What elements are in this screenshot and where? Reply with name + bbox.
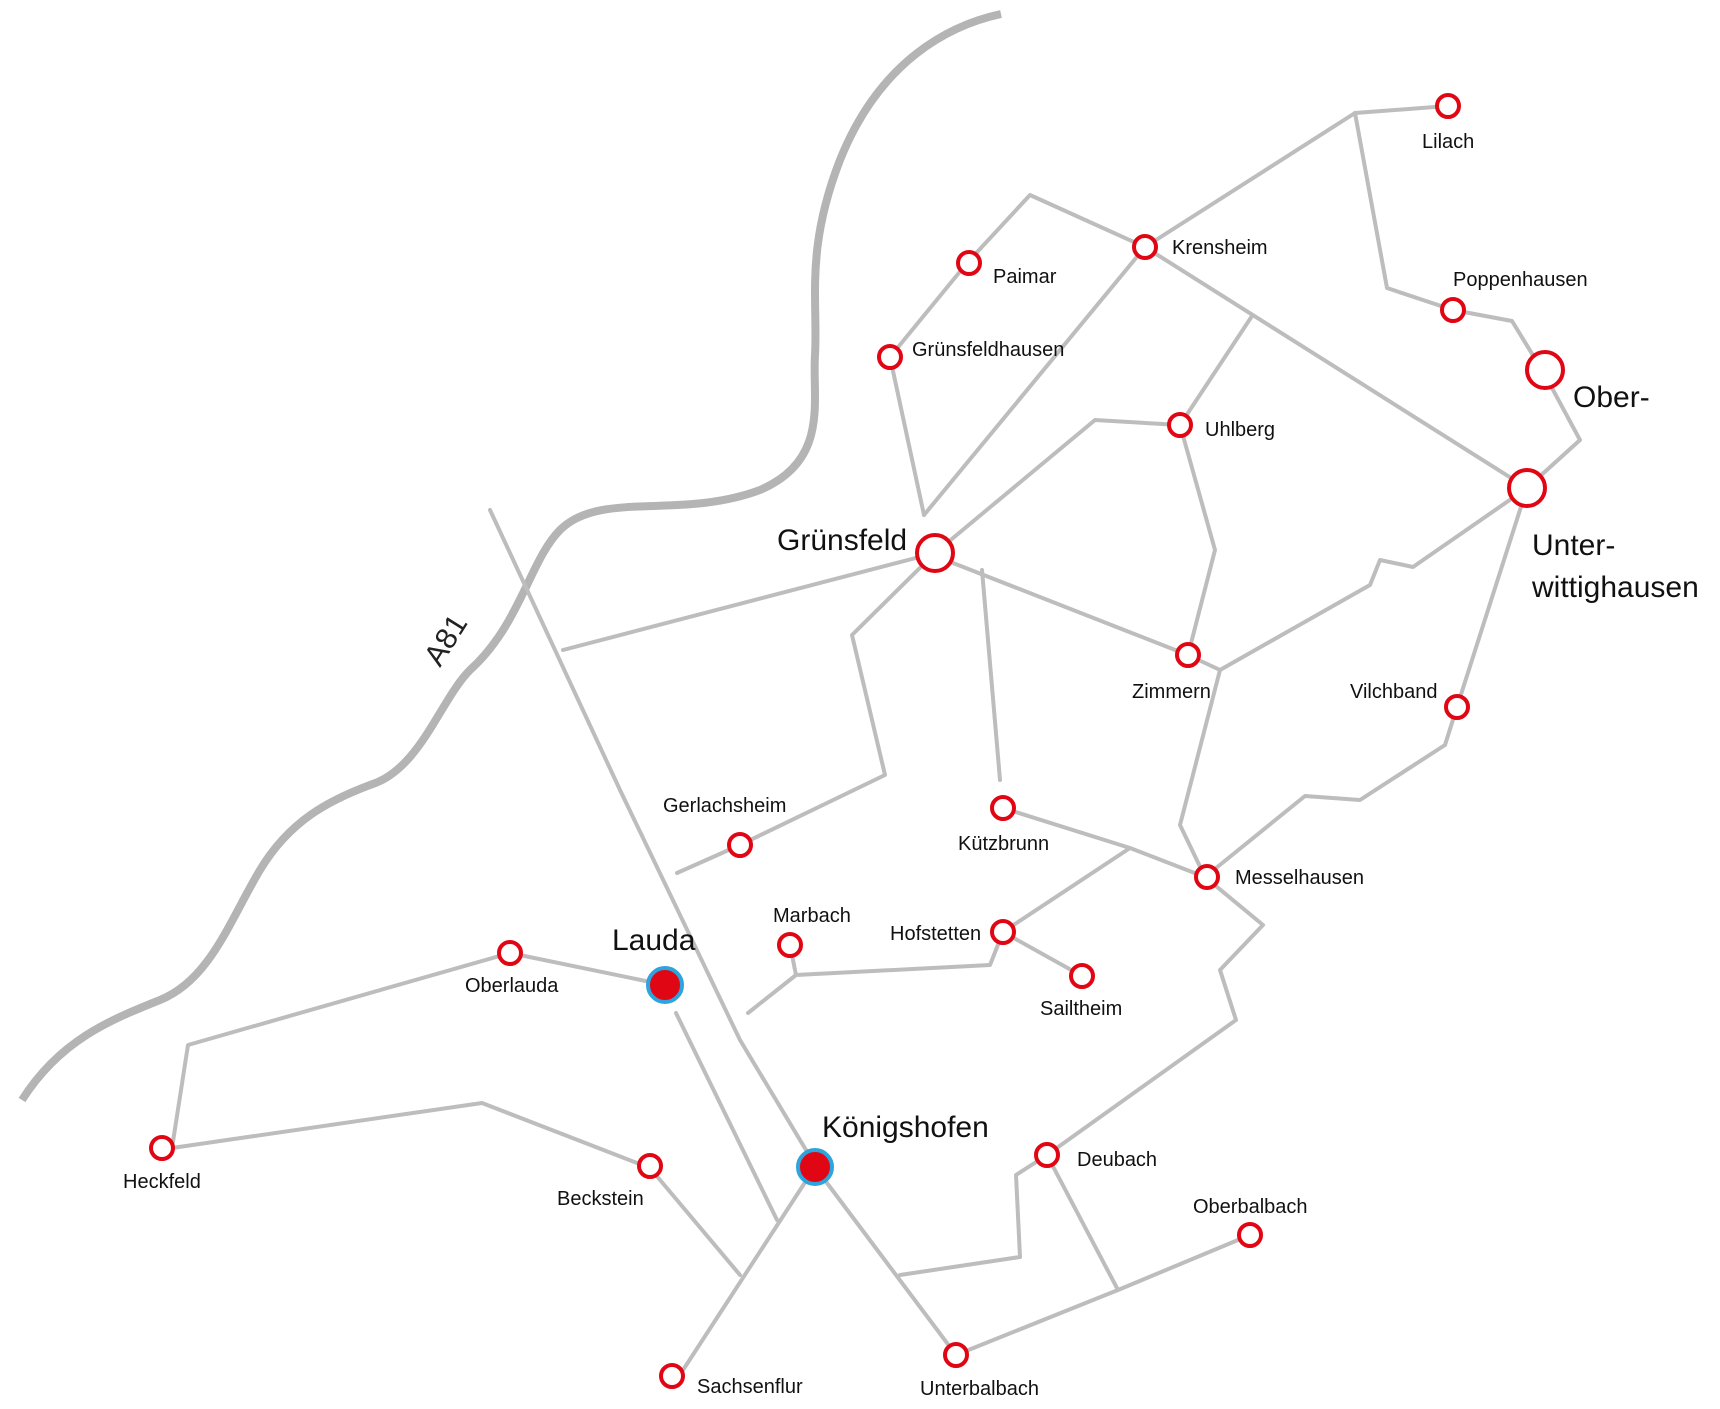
road-beckstein-sachsenflur [648, 1166, 742, 1277]
label-unter: Unter- [1532, 529, 1615, 562]
marker-gruensfeldhausen[interactable] [877, 344, 903, 370]
label-unterbalbach: Unterbalbach [920, 1378, 1039, 1400]
road-koenigshofen-unterbalbach [813, 1165, 958, 1357]
marker-oberwittighausen[interactable] [1525, 350, 1565, 390]
marker-heckfeld[interactable] [149, 1135, 175, 1161]
label-zimmern: Zimmern [1132, 681, 1211, 703]
label-messelhausen: Messelhausen [1235, 867, 1364, 889]
road-koenigshofen-sachsenflur [670, 1165, 817, 1389]
road-unterwitt-messelhausen [1203, 486, 1529, 879]
road-gruensfeld-kuetzbrunn [980, 568, 1002, 782]
place-labels: Lauda Königshofen Grünsfeld Ober- Unter-… [123, 131, 1699, 1400]
road-zimmern-unterwitt [1218, 486, 1529, 672]
marker-deubach[interactable] [1034, 1142, 1060, 1168]
marker-messelhausen[interactable] [1194, 864, 1220, 890]
label-koenigshofen: Königshofen [822, 1111, 989, 1144]
label-deubach: Deubach [1077, 1149, 1157, 1171]
marker-uhlberg[interactable] [1167, 412, 1193, 438]
road-krensheim-lilach [1143, 104, 1450, 249]
marker-oberlauda[interactable] [497, 940, 523, 966]
label-lilach: Lilach [1422, 131, 1474, 153]
road-unterbalbach-oberbalbach [954, 1233, 1252, 1357]
label-heckfeld: Heckfeld [123, 1171, 201, 1193]
label-gerlachsheim: Gerlachsheim [663, 795, 786, 817]
marker-oberbalbach[interactable] [1237, 1222, 1263, 1248]
marker-lauda[interactable] [646, 966, 684, 1004]
road-krensheim-unterwitt [1143, 245, 1529, 490]
marker-poppenhausen[interactable] [1440, 297, 1466, 323]
marker-sachsenflur[interactable] [659, 1363, 685, 1389]
road-deubach-messelhausen [1045, 875, 1265, 1157]
label-beckstein: Beckstein [557, 1188, 644, 1210]
marker-marbach[interactable] [777, 932, 803, 958]
label-lauda: Lauda [612, 924, 696, 957]
label-vilchband: Vilchband [1350, 681, 1437, 703]
marker-hofstetten[interactable] [990, 919, 1016, 945]
road-koenigshofen-deubach [898, 1153, 1049, 1277]
label-sailtheim: Sailtheim [1040, 998, 1122, 1020]
label-krensheim: Krensheim [1172, 237, 1268, 259]
marker-lilach[interactable] [1435, 93, 1461, 119]
label-kuetzbrunn: Kützbrunn [958, 833, 1049, 855]
marker-unterwittighausen[interactable] [1507, 468, 1547, 508]
highway-label: A81 [418, 609, 474, 672]
marker-paimar[interactable] [956, 250, 982, 276]
label-oberlauda: Oberlauda [465, 975, 559, 997]
label-ober: Ober- [1573, 381, 1650, 414]
place-markers [149, 93, 1565, 1389]
road-ober-unter [1525, 373, 1582, 490]
label-gruensfeld: Grünsfeld [777, 524, 907, 557]
marker-vilchband[interactable] [1444, 694, 1470, 720]
marker-gruensfeld[interactable] [915, 533, 955, 573]
highway-a81 [18, 10, 1002, 1103]
label-wittighausen: wittighausen [1531, 571, 1699, 604]
road-kuetzbrunn-messelhausen [1001, 806, 1207, 879]
roads [170, 104, 1582, 1389]
marker-koenigshofen[interactable] [796, 1148, 834, 1186]
road-deubach-junction [1045, 1153, 1120, 1292]
road-lauda-heckfeld [170, 951, 667, 1170]
label-poppenhausen: Poppenhausen [1453, 269, 1588, 291]
road-gruensfeld-gerlachsheim [675, 551, 937, 875]
road-lauda-south [674, 1011, 779, 1222]
label-paimar: Paimar [993, 266, 1057, 288]
road-main-diagonal [488, 508, 817, 1167]
marker-beckstein[interactable] [637, 1153, 663, 1179]
road-uhlberg-zimmern [1178, 423, 1217, 657]
marker-unterbalbach[interactable] [943, 1342, 969, 1368]
label-sachsenflur: Sachsenflur [697, 1376, 803, 1398]
road-gruensfeld-krensheim [922, 245, 1147, 517]
label-hofstetten: Hofstetten [890, 923, 981, 945]
label-marbach: Marbach [773, 905, 851, 927]
road-gruensfeld-west [561, 551, 937, 652]
label-gruensfeldhausen: Grünsfeldhausen [912, 339, 1064, 361]
marker-krensheim[interactable] [1132, 234, 1158, 260]
road-zimmern-messelhausen [1178, 668, 1222, 879]
marker-zimmern[interactable] [1175, 642, 1201, 668]
road-gruensfeld-uhlberg [933, 314, 1254, 555]
marker-sailtheim[interactable] [1069, 963, 1095, 989]
label-oberbalbach: Oberbalbach [1193, 1196, 1308, 1218]
road-hofstetten-sailtheim [1001, 930, 1084, 978]
marker-gerlachsheim[interactable] [727, 832, 753, 858]
road-marbach-hofstetten [746, 846, 1132, 1015]
marker-kuetzbrunn[interactable] [990, 795, 1016, 821]
label-uhlberg: Uhlberg [1205, 419, 1275, 441]
